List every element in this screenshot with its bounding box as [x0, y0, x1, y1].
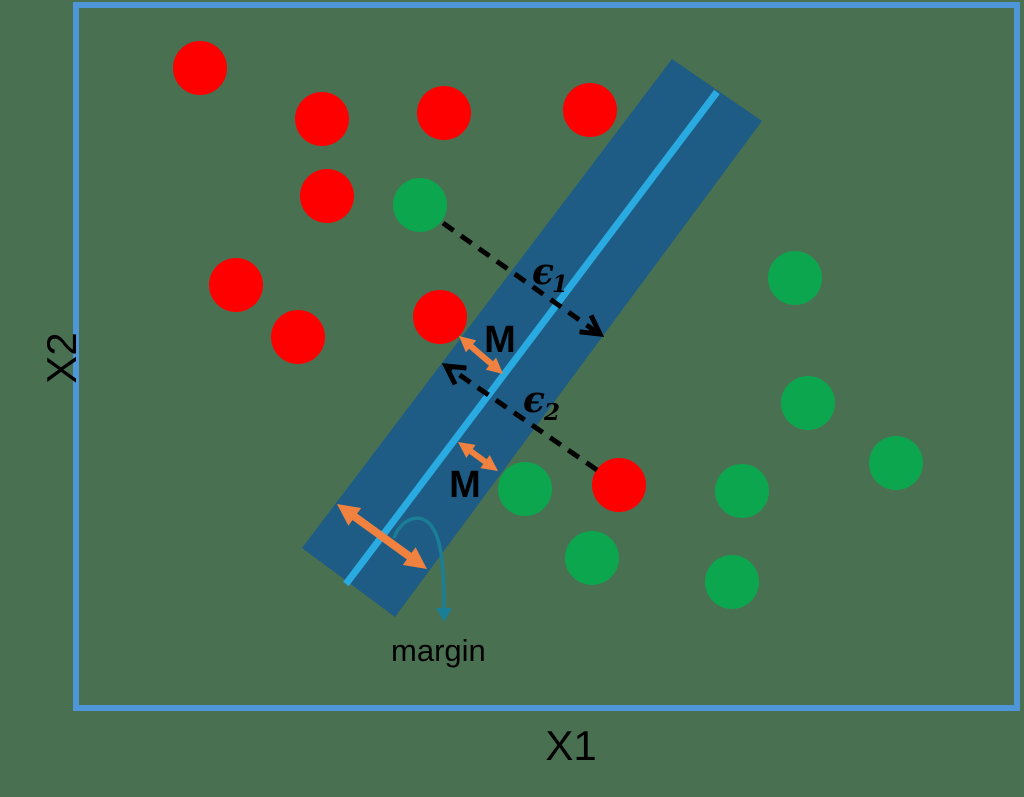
data-point-red	[300, 169, 354, 223]
margin-callout-arrowhead-icon	[436, 608, 452, 622]
epsilon2-arrow-line	[449, 366, 599, 473]
decision-boundary-line	[343, 89, 720, 587]
data-point-green	[498, 462, 552, 516]
margin-width-arrow	[337, 504, 427, 569]
data-point-red	[271, 310, 325, 364]
data-point-green	[781, 376, 835, 430]
margin-callout-arrow	[392, 516, 452, 622]
epsilon2-arrowhead-icon	[441, 363, 467, 386]
epsilon1-symbol: ϵ	[532, 251, 554, 293]
epsilon1-arrow	[441, 220, 605, 337]
epsilon1-subscript: 1	[552, 271, 568, 298]
data-point-red	[563, 83, 617, 137]
green-points-layer	[393, 178, 923, 609]
data-point-red	[417, 86, 471, 140]
epsilon1-arrow-line	[441, 220, 597, 334]
data-point-green	[393, 178, 447, 232]
m-upper-arrowhead-icon	[459, 336, 477, 353]
x-axis-label: X1	[545, 722, 596, 769]
margin-width-arrowhead-icon	[402, 547, 427, 569]
data-point-green	[565, 531, 619, 585]
data-point-red	[295, 92, 349, 146]
m-lower-arrow	[458, 442, 498, 471]
epsilon2-subscript: 2	[543, 399, 560, 426]
m-lower-arrow-line	[465, 446, 491, 467]
plot-border	[73, 2, 1020, 711]
m-lower-arrowhead-icon	[458, 442, 476, 458]
data-point-red	[209, 258, 263, 312]
epsilon1-arrowhead-icon	[579, 314, 605, 337]
margin-label: margin	[391, 633, 486, 668]
data-point-red	[173, 41, 227, 95]
data-point-green	[715, 464, 769, 518]
m-upper-label: M	[484, 319, 516, 361]
m-upper-arrow	[459, 336, 503, 374]
data-point-green	[768, 251, 822, 305]
m-lower-label: M	[449, 464, 481, 506]
red-points-layer	[173, 41, 646, 512]
data-point-red	[592, 458, 646, 512]
data-point-green	[869, 436, 923, 490]
margin-width-arrowhead-icon	[337, 504, 362, 526]
margin-callout-curve	[392, 516, 446, 609]
m-lower-arrowhead-icon	[480, 455, 498, 471]
data-point-red	[413, 290, 467, 344]
epsilon2-symbol: ϵ	[523, 379, 545, 421]
y-axis-label: X2	[38, 332, 85, 383]
m-upper-arrowhead-icon	[485, 357, 503, 374]
data-point-green	[705, 555, 759, 609]
m-upper-arrow-line	[466, 341, 496, 369]
margin-width-arrow-line	[347, 510, 417, 563]
epsilon2-arrow	[441, 363, 599, 473]
